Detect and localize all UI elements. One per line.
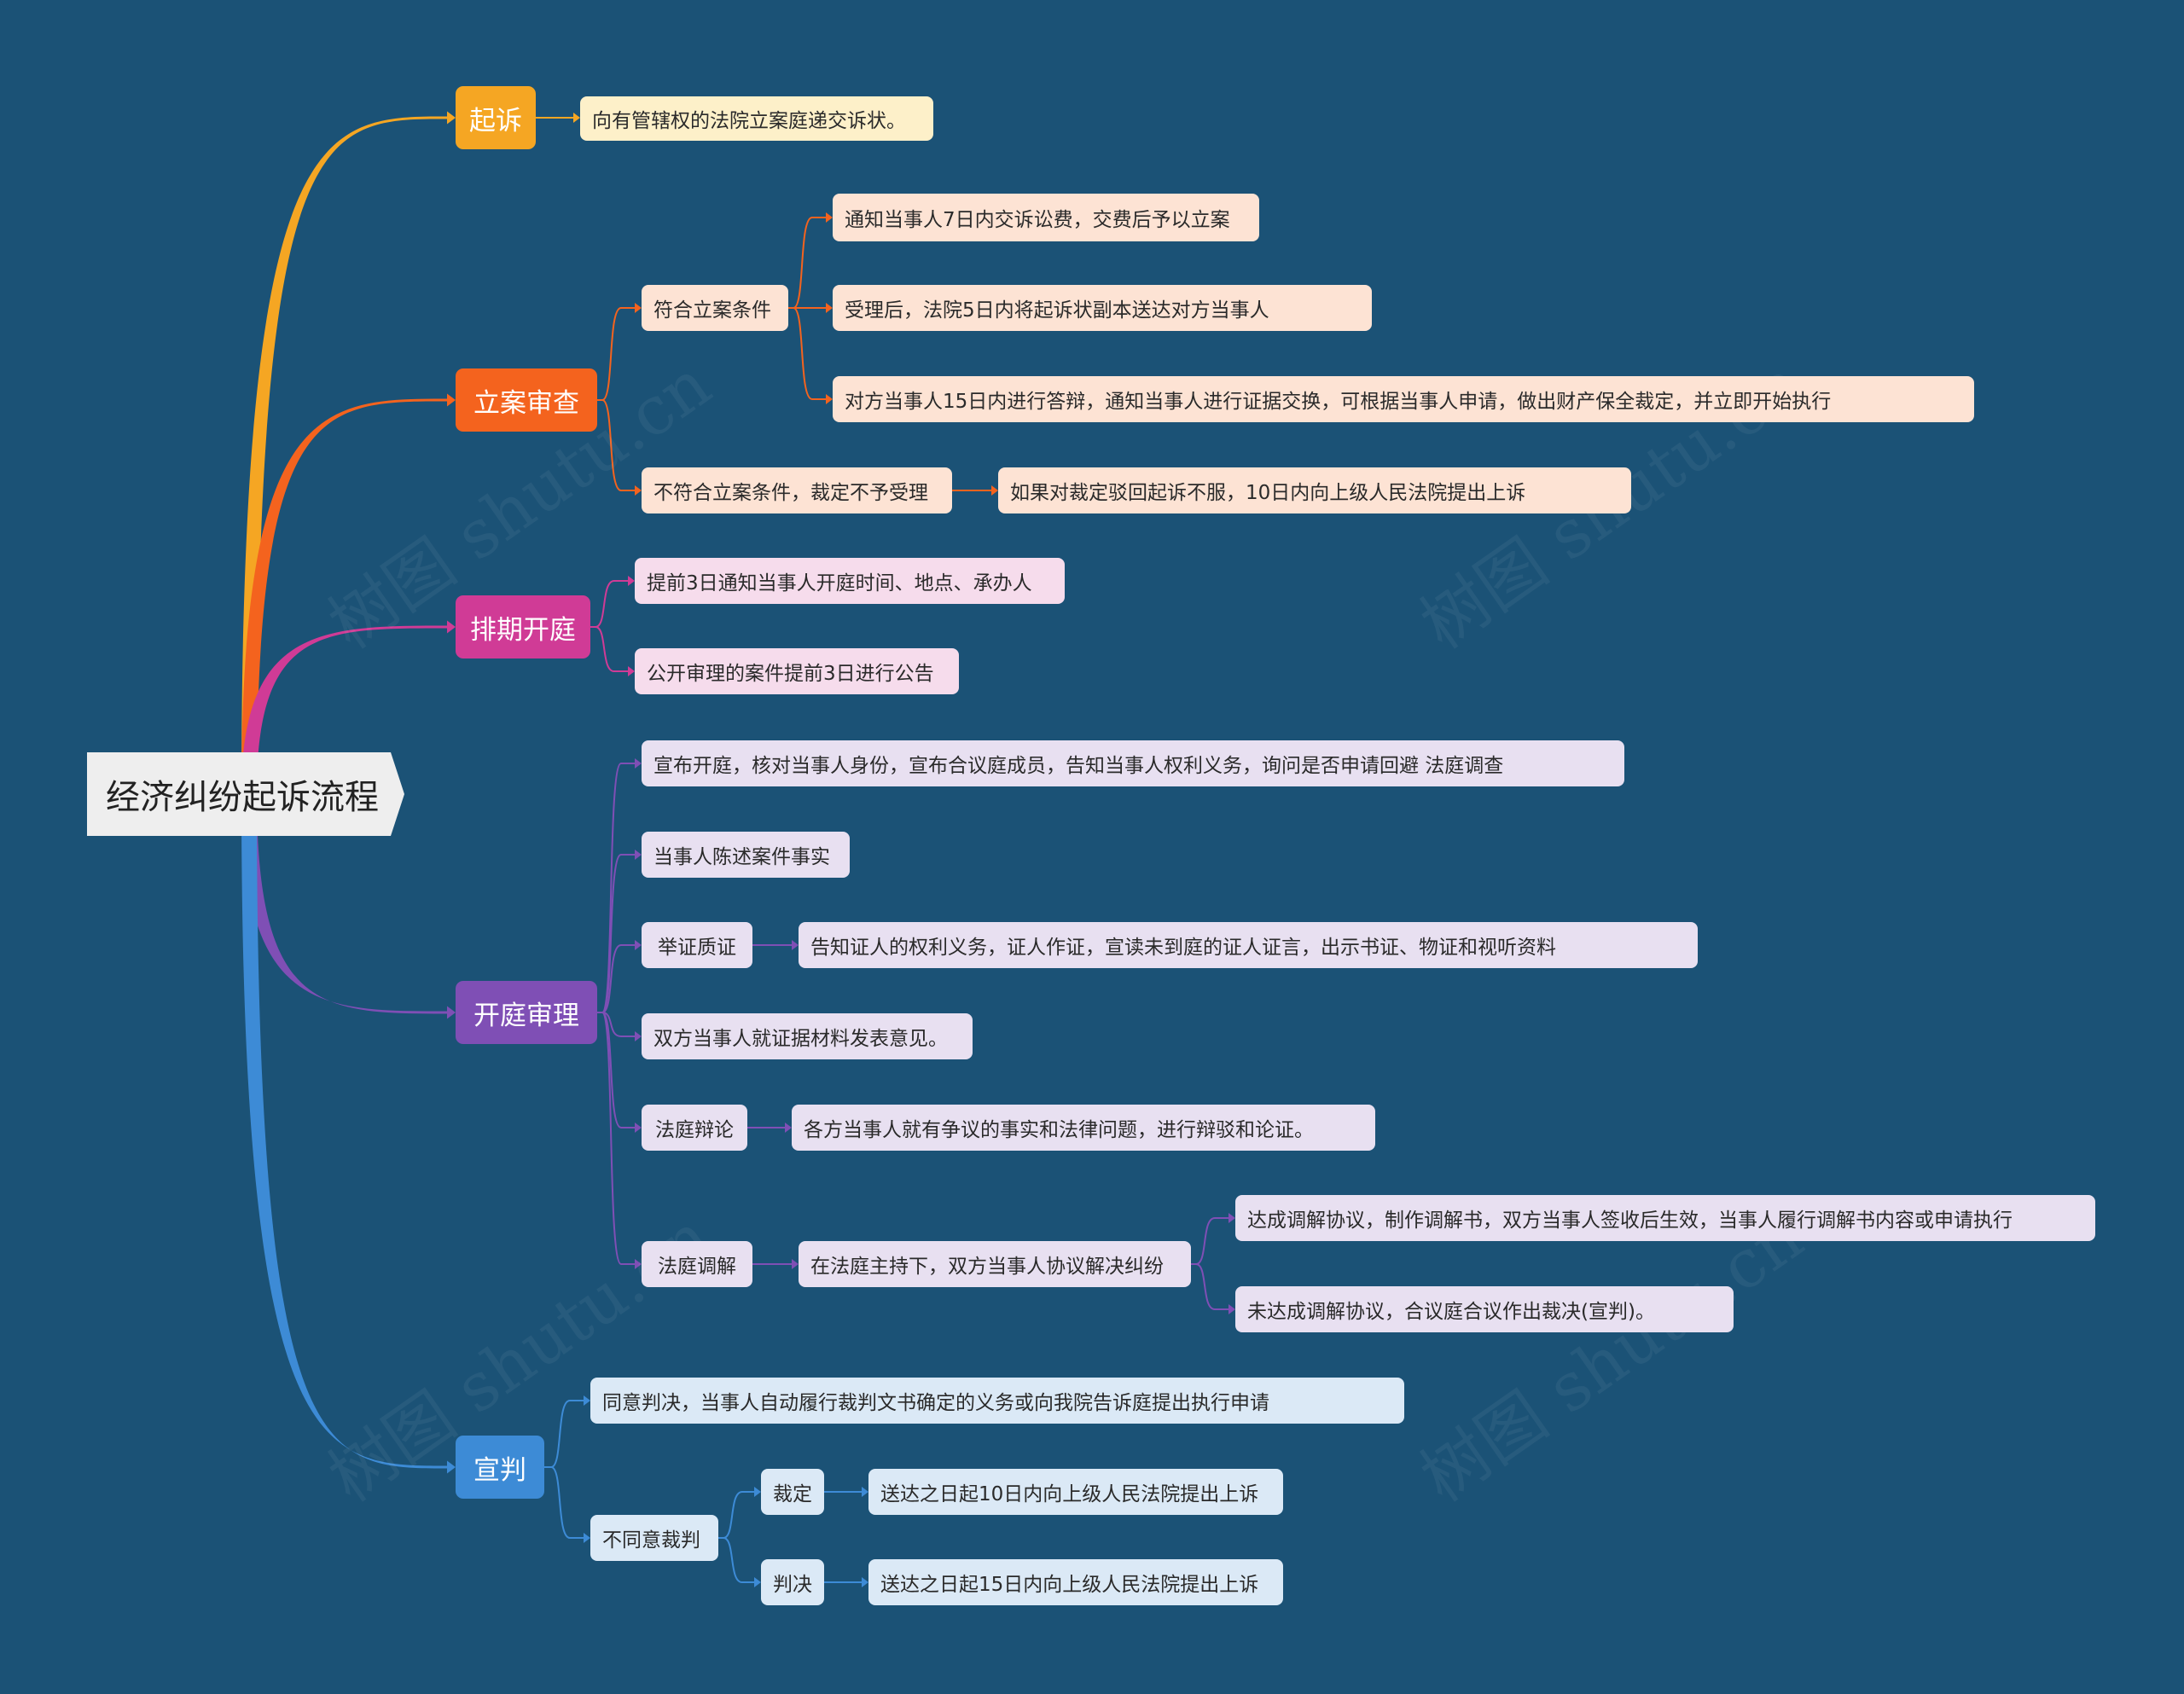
branch-lian-shencha[interactable]: 立案审查 bbox=[456, 368, 597, 432]
leaf-caiding-shangsu[interactable]: 送达之日起10日内向上级人民法院提出上诉 bbox=[868, 1469, 1283, 1515]
node-juzheng-zhizheng[interactable]: 举证质证 bbox=[642, 922, 752, 968]
branch-kaiting-shenli[interactable]: 开庭审理 bbox=[456, 981, 597, 1044]
node-xieyi-jiejue[interactable]: 在法庭主持下，双方当事人协议解决纠纷 bbox=[799, 1241, 1191, 1287]
connector-arrowhead bbox=[447, 620, 456, 634]
leaf-bianbo[interactable]: 各方当事人就有争议的事实和法律问题，进行辩驳和论证。 bbox=[792, 1105, 1375, 1151]
root-label: 经济纠纷起诉流程 bbox=[106, 778, 379, 817]
connector-line bbox=[601, 944, 636, 1013]
leaf-songda-fuben[interactable]: 受理后，法院5日内将起诉状副本送达对方当事人 bbox=[833, 285, 1372, 331]
connector-arrowhead bbox=[635, 303, 642, 313]
connector-arrowhead bbox=[628, 666, 635, 676]
connector-arrowhead bbox=[447, 111, 456, 125]
connector-line bbox=[793, 307, 827, 400]
connector-arrowhead bbox=[573, 113, 580, 123]
connector-arrowhead bbox=[447, 393, 456, 407]
node-fating-bianlun[interactable]: 法庭辩论 bbox=[642, 1105, 747, 1151]
connector-arrowhead bbox=[584, 1533, 590, 1543]
connector-line bbox=[595, 580, 629, 628]
connector-line bbox=[601, 399, 636, 491]
connector-arrowhead bbox=[792, 1259, 799, 1269]
node-bu-fuhe-lian[interactable]: 不符合立案条件，裁定不予受理 bbox=[642, 467, 952, 513]
connector-arrowhead bbox=[754, 1487, 761, 1497]
connector-arrowhead bbox=[1228, 1213, 1235, 1223]
leaf-gonggao[interactable]: 公开审理的案件提前3日进行公告 bbox=[635, 648, 959, 694]
connector-arrowhead bbox=[826, 394, 833, 404]
connector-line bbox=[793, 217, 827, 309]
connector-arrowhead bbox=[826, 212, 833, 223]
branch-xuanpan[interactable]: 宣判 bbox=[456, 1436, 544, 1499]
connector-line bbox=[601, 1012, 636, 1128]
connector-line bbox=[550, 1400, 584, 1468]
connector-arrowhead bbox=[635, 1031, 642, 1041]
connector-line bbox=[601, 307, 636, 401]
branch-qisu[interactable]: 起诉 bbox=[456, 86, 536, 149]
connector-arrowhead bbox=[635, 1259, 642, 1269]
connector-line bbox=[601, 1012, 636, 1265]
connector-line bbox=[601, 854, 636, 1013]
leaf-tongzhi-susongfei[interactable]: 通知当事人7日内交诉讼费，交费后予以立案 bbox=[833, 194, 1259, 241]
node-fating-tiaojie[interactable]: 法庭调解 bbox=[642, 1241, 752, 1287]
node-fuhe-lian[interactable]: 符合立案条件 bbox=[642, 285, 788, 331]
connector-arrowhead bbox=[447, 1460, 456, 1474]
connector-arrowhead bbox=[792, 940, 799, 950]
connector-line bbox=[550, 1466, 584, 1539]
leaf-dabian[interactable]: 对方当事人15日内进行答辩，通知当事人进行证据交换，可根据当事人申请，做出财产保… bbox=[833, 376, 1974, 422]
connector-arrowhead bbox=[635, 940, 642, 950]
connector-line bbox=[595, 626, 629, 672]
main-branch-connector bbox=[241, 116, 447, 794]
connector-arrowhead bbox=[635, 1123, 642, 1133]
connector-line bbox=[723, 1537, 755, 1583]
leaf-xuanbu-kaiting[interactable]: 宣布开庭，核对当事人身份，宣布合议庭成员，告知当事人权利义务，询问是否申请回避 … bbox=[642, 740, 1624, 786]
leaf-panjue-shangsu[interactable]: 送达之日起15日内向上级人民法院提出上诉 bbox=[868, 1559, 1283, 1605]
connector-arrowhead bbox=[635, 485, 642, 496]
connector-arrowhead bbox=[785, 1123, 792, 1133]
branch-label: 立案审查 bbox=[473, 387, 579, 419]
connector-arrowhead bbox=[628, 576, 635, 586]
connector-arrowhead bbox=[635, 758, 642, 769]
connector-arrowhead bbox=[584, 1395, 590, 1406]
connector-arrowhead bbox=[862, 1577, 868, 1587]
leaf-chenshu[interactable]: 当事人陈述案件事实 bbox=[642, 832, 850, 878]
connector-arrowhead bbox=[447, 1006, 456, 1019]
connector-line bbox=[1195, 1263, 1229, 1310]
connector-arrowhead bbox=[754, 1577, 761, 1587]
branch-label: 宣判 bbox=[473, 1454, 526, 1486]
leaf-dacheng-tiaojie[interactable]: 达成调解协议，制作调解书，双方当事人签收后生效，当事人履行调解书内容或申请执行 bbox=[1235, 1195, 2095, 1241]
connector-arrowhead bbox=[991, 485, 998, 496]
leaf-shangsu[interactable]: 如果对裁定驳回起诉不服，10日内向上级人民法院提出上诉 bbox=[998, 467, 1631, 513]
leaf-fabiao-yijian[interactable]: 双方当事人就证据材料发表意见。 bbox=[642, 1013, 973, 1059]
connector-arrowhead bbox=[635, 850, 642, 860]
connector-line bbox=[601, 763, 636, 1013]
branch-paiqi-kaiting[interactable]: 排期开庭 bbox=[456, 595, 590, 658]
branch-label: 起诉 bbox=[469, 105, 522, 136]
root-node[interactable]: 经济纠纷起诉流程 bbox=[87, 752, 404, 836]
leaf-weidacheng-tiaojie[interactable]: 未达成调解协议，合议庭合议作出裁决(宣判)。 bbox=[1235, 1286, 1734, 1332]
branch-label: 排期开庭 bbox=[470, 614, 576, 646]
leaf-tiqian-tongzhi[interactable]: 提前3日通知当事人开庭时间、地点、承办人 bbox=[635, 558, 1065, 604]
connector-line bbox=[723, 1491, 755, 1539]
node-butongyi-caipan[interactable]: 不同意裁判 bbox=[590, 1515, 718, 1561]
leaf-zhengren[interactable]: 告知证人的权利义务，证人作证，宣读未到庭的证人证言，出示书证、物证和视听资料 bbox=[799, 922, 1698, 968]
branch-label: 开庭审理 bbox=[473, 1000, 579, 1031]
connector-line bbox=[601, 1012, 636, 1037]
node-caiding[interactable]: 裁定 bbox=[761, 1469, 824, 1515]
connector-arrowhead bbox=[826, 303, 833, 313]
connector-arrowhead bbox=[1228, 1304, 1235, 1314]
leaf-tongyi-panjue[interactable]: 同意判决，当事人自动履行裁判文书确定的义务或向我院告诉庭提出执行申请 bbox=[590, 1378, 1404, 1424]
connector-arrowhead bbox=[862, 1487, 868, 1497]
node-panjue[interactable]: 判决 bbox=[761, 1559, 824, 1605]
leaf-qisu-detail[interactable]: 向有管辖权的法院立案庭递交诉状。 bbox=[580, 96, 933, 141]
connector-line bbox=[1195, 1217, 1229, 1265]
